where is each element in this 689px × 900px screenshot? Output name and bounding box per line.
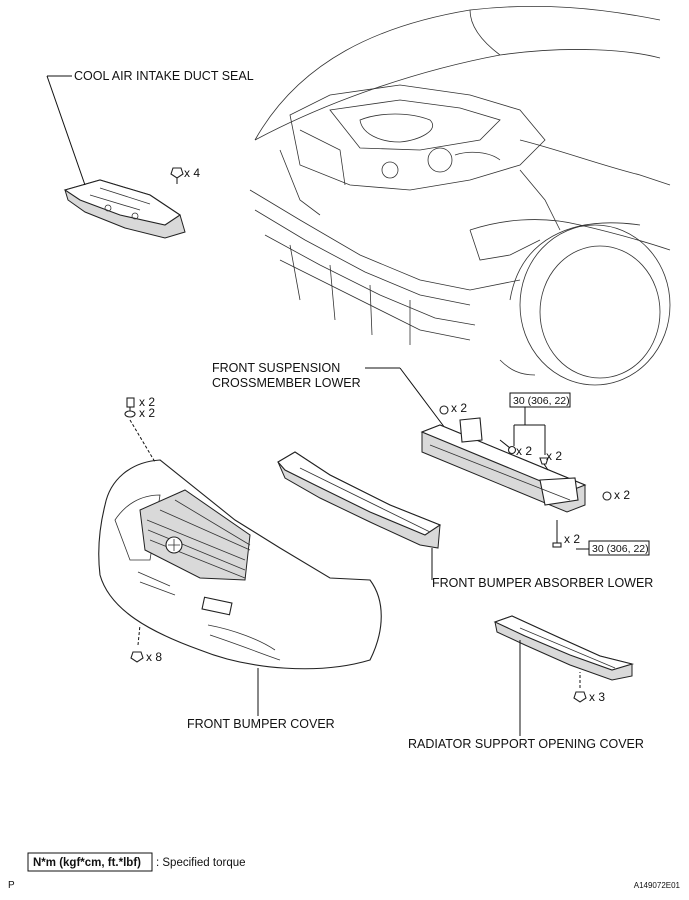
- torque-box-bottom: [588, 540, 650, 556]
- page-letter: P: [8, 880, 15, 891]
- torque-value-top: 30 (306, 22): [513, 395, 570, 407]
- front-suspension-crossmember-part: [420, 417, 587, 513]
- intake-clip-quantity: x 4: [184, 166, 200, 180]
- vehicle-front-illustration: [249, 5, 671, 386]
- torque-legend-box-text: N*m (kgf*cm, ft.*lbf): [33, 857, 141, 869]
- bumper-bottom-clip-quantity: x 8: [146, 650, 162, 664]
- front-bumper-cover-label: FRONT BUMPER COVER: [187, 717, 335, 731]
- crossmember-bolt-quantity-bottom: x 2: [564, 532, 580, 546]
- cool-air-intake-duct-seal-label: COOL AIR INTAKE DUCT SEAL: [74, 69, 254, 83]
- leader-line: [399, 367, 449, 433]
- crossmember-nut-quantity-right: x 2: [614, 488, 630, 502]
- crossmember-bolt-quantity-a: x 2: [516, 444, 532, 458]
- crossmember-bolt-quantity-b: x 2: [546, 449, 562, 463]
- clip-icon: [126, 397, 135, 412]
- crossmember-nut-quantity-left: x 2: [451, 401, 467, 415]
- cool-air-intake-duct-seal-part: [63, 179, 186, 239]
- front-suspension-crossmember-label-line1: FRONT SUSPENSION: [212, 361, 340, 375]
- leader-line: [129, 419, 156, 463]
- clip-icon: [573, 691, 587, 703]
- torque-box-top: [509, 392, 571, 408]
- front-bumper-absorber-lower-label: FRONT BUMPER ABSORBER LOWER: [432, 576, 653, 590]
- nut-icon: [439, 405, 449, 415]
- front-bumper-absorber-lower-part: [277, 451, 442, 549]
- bumper-top-clip-quantity-b: x 2: [139, 406, 155, 420]
- radiator-cover-clip-quantity: x 3: [589, 690, 605, 704]
- figure-code: A149072E01: [634, 881, 681, 890]
- bolt-icon: [539, 457, 549, 471]
- torque-legend-description: : Specified torque: [156, 857, 246, 869]
- bolt-icon: [499, 439, 517, 455]
- clip-icon: [170, 167, 184, 184]
- clip-icon: [124, 410, 136, 418]
- clip-icon: [130, 651, 144, 663]
- front-bumper-cover-part: [98, 459, 382, 670]
- torque-value-bottom: 30 (306, 22): [592, 543, 649, 555]
- torque-legend-box: [27, 852, 153, 872]
- nut-icon: [602, 491, 612, 501]
- bumper-top-clip-quantity-a: x 2: [139, 395, 155, 409]
- front-suspension-crossmember-label-line2: CROSSMEMBER LOWER: [212, 376, 361, 390]
- bolt-icon: [552, 520, 562, 548]
- leader-line: [46, 75, 86, 186]
- leader-line: [137, 624, 141, 646]
- radiator-support-opening-cover-part: [493, 615, 635, 681]
- radiator-support-opening-cover-label: RADIATOR SUPPORT OPENING COVER: [408, 737, 644, 751]
